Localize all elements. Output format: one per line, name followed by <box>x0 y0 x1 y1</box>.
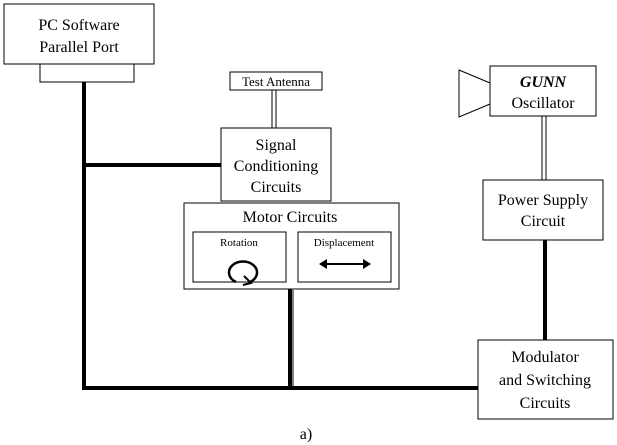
double-arrow-icon <box>319 259 371 269</box>
rotation-label: Rotation <box>220 237 258 249</box>
parallel-port-connector <box>39 63 135 83</box>
figure-caption: a) <box>300 426 312 443</box>
rotation-box: Rotation <box>192 231 287 286</box>
power-box-line2: Circuit <box>521 213 566 230</box>
modulator-box: Modulator and Switching Circuits <box>477 339 614 420</box>
rotation-arrow-icon <box>227 260 259 286</box>
modulator-box-line2: and Switching <box>499 372 591 389</box>
test-antenna-box: Test Antenna <box>229 71 323 91</box>
pc-box-line2: Parallel Port <box>39 39 119 56</box>
wires <box>82 82 547 390</box>
horn-antenna-icon <box>458 69 491 118</box>
gunn-oscillator-box: GUNN Oscillator <box>458 65 597 118</box>
modulator-box-line1: Modulator <box>511 349 579 366</box>
signal-conditioning-box: Signal Conditioning Circuits <box>220 127 332 202</box>
test-antenna-label: Test Antenna <box>242 74 310 89</box>
gunn-box-line2: Oscillator <box>511 95 575 112</box>
pc-box-line1: PC Software <box>38 17 119 34</box>
power-box-line1: Power Supply <box>498 192 588 209</box>
gunn-box-line1: GUNN <box>520 74 568 91</box>
power-supply-box: Power Supply Circuit <box>482 179 604 241</box>
displacement-box: Displacement <box>297 231 392 283</box>
signal-box-line1: Signal <box>256 137 297 154</box>
signal-box-line3: Circuits <box>251 179 302 196</box>
signal-box-line2: Conditioning <box>234 158 318 175</box>
modulator-box-line3: Circuits <box>520 395 571 412</box>
pc-software-box: PC Software Parallel Port <box>3 3 155 83</box>
motor-box-title: Motor Circuits <box>243 209 338 226</box>
displacement-label: Displacement <box>314 237 374 249</box>
motor-circuits-box: Motor Circuits Rotation Displacement <box>183 202 400 290</box>
connectors <box>271 90 547 386</box>
